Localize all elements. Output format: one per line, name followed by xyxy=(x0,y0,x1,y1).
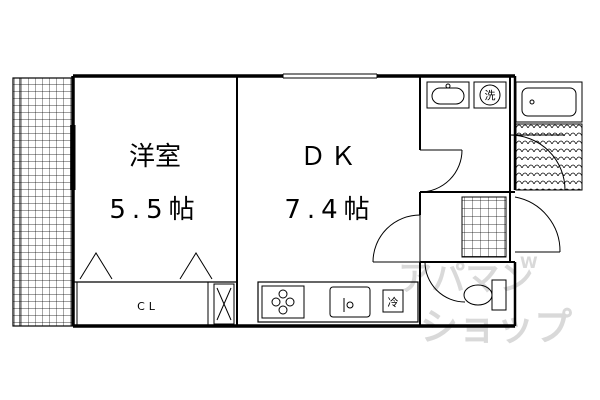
closet: CL xyxy=(73,252,237,326)
watermark: アパマン ショップ W xyxy=(398,253,572,349)
bathtub xyxy=(515,81,583,191)
western-room-labels: 洋室 5.5帖 xyxy=(109,142,200,225)
western-room-size: 5.5帖 xyxy=(109,195,200,225)
balcony xyxy=(12,77,74,327)
washbasin xyxy=(426,81,470,109)
washer-label: 洗 xyxy=(485,89,496,102)
dk-labels: ＤＫ 7.4帖 xyxy=(284,142,375,225)
toilet xyxy=(463,279,507,311)
dk-size: 7.4帖 xyxy=(284,195,375,225)
kitchen-counter: 冷 xyxy=(257,281,419,323)
washer-area: 洗 xyxy=(473,81,507,109)
closet-label: CL xyxy=(137,300,159,313)
western-window xyxy=(70,125,76,190)
entrance xyxy=(461,196,507,258)
exterior-walls xyxy=(71,74,517,328)
western-room-name: 洋室 xyxy=(129,142,181,172)
stove-icon xyxy=(271,289,295,315)
storage-box xyxy=(213,283,235,325)
fridge-label: 冷 xyxy=(388,296,399,309)
dk-window xyxy=(282,73,378,79)
watermark-accent: W xyxy=(520,253,538,272)
dk-name: ＤＫ xyxy=(300,142,360,172)
interior-walls xyxy=(236,76,515,326)
